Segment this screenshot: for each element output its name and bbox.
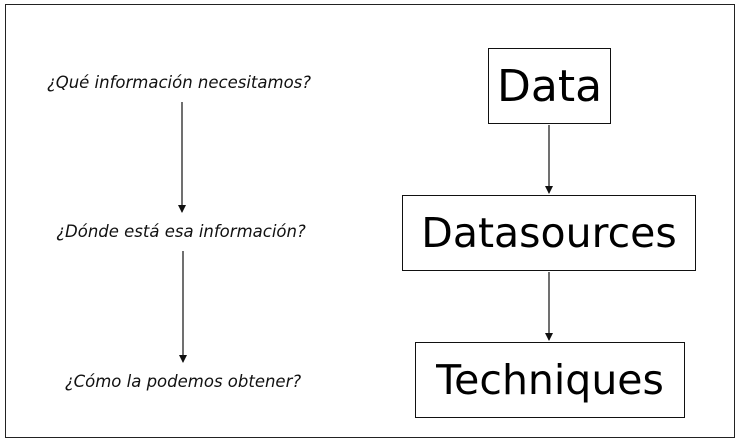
- question-where-information: ¿Dónde está esa información?: [56, 222, 306, 241]
- question-what-information: ¿Qué información necesitamos?: [46, 73, 312, 92]
- box-datasources: Datasources: [402, 195, 696, 271]
- box-techniques: Techniques: [415, 342, 685, 418]
- box-techniques-label: Techniques: [436, 356, 664, 404]
- box-data: Data: [488, 48, 611, 124]
- box-datasources-label: Datasources: [421, 209, 677, 257]
- box-data-label: Data: [496, 60, 603, 112]
- question-how-obtain: ¿Cómo la podemos obtener?: [64, 372, 302, 391]
